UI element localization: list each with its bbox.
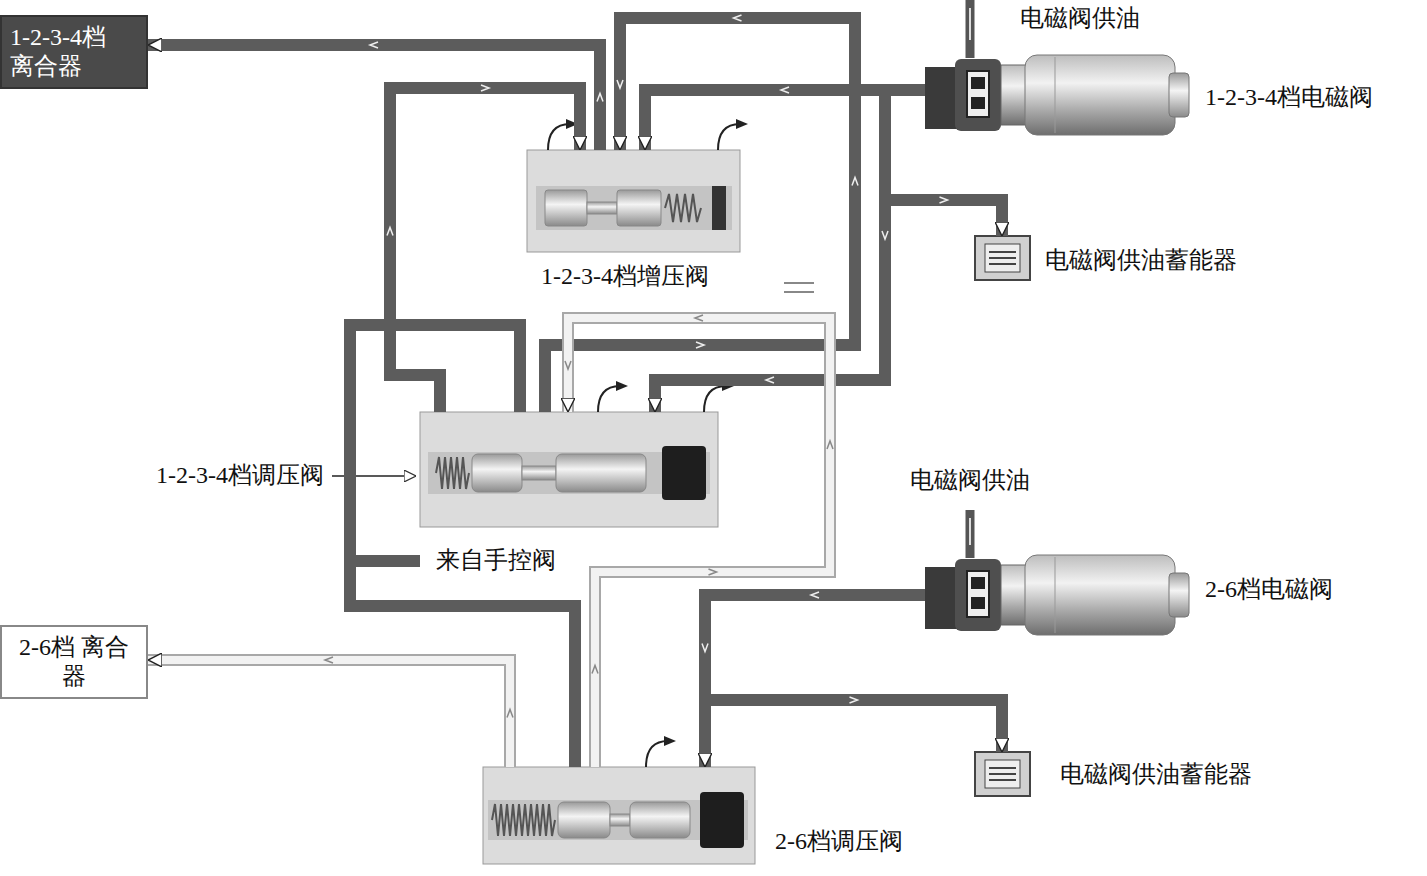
valve-label: 1-2-3-4档电磁阀 <box>1205 83 1373 112</box>
pipe-arrow-carrier <box>885 90 1002 236</box>
flow-tick <box>702 644 708 652</box>
pipe-arrow-carrier <box>655 90 925 412</box>
clutch-box: 1-2-3-4档 离合器 <box>0 15 148 89</box>
flow-tick <box>597 94 603 102</box>
regulator-valve: 1-2-3-4档调压阀 <box>420 412 718 527</box>
flow-tick <box>781 87 789 93</box>
flow-tick <box>325 657 333 663</box>
pipe-core <box>885 90 1002 236</box>
regulator-valve-drawing <box>420 381 734 527</box>
pipe-arrow-carrier <box>568 318 830 767</box>
valve-label: 1-2-3-4档增压阀 <box>541 262 709 291</box>
supply-pipe <box>969 8 971 40</box>
solenoid-valve: 2-6档电磁阀 <box>925 555 1190 635</box>
flow-tick <box>709 569 717 575</box>
check-symbol <box>784 283 814 292</box>
supply-pipe <box>966 510 975 558</box>
pipe-wall <box>148 660 510 767</box>
pressure-pipe <box>545 15 858 412</box>
pipe-core <box>655 90 925 412</box>
pressure-pipe <box>882 90 1002 236</box>
flow-tick <box>507 710 513 718</box>
flow-tick <box>592 666 598 674</box>
valve-label: 1-2-3-4档调压阀 <box>156 461 324 490</box>
pipe-core <box>148 660 510 767</box>
pipe-core <box>705 595 925 767</box>
flow-tick <box>481 85 489 91</box>
booster-valve: 1-2-3-4档增压阀 <box>527 150 740 252</box>
pipe-core <box>705 595 1002 752</box>
flow-tick <box>565 361 571 369</box>
supply-pipe <box>966 0 975 58</box>
solenoid-drawing <box>925 555 1189 635</box>
exhaust-pipe <box>148 657 513 767</box>
pipe-core <box>568 318 830 767</box>
pipe-arrow-carrier <box>148 660 510 767</box>
flow-tick <box>940 197 948 203</box>
flow-tick <box>370 42 378 48</box>
supply-label: 电磁阀供油 <box>1018 4 1142 33</box>
exhaust-pipe <box>565 315 833 767</box>
flow-tick <box>696 342 704 348</box>
valve-label: 2-6档调压阀 <box>775 827 903 856</box>
supply-label: 电磁阀供油 <box>908 466 1032 495</box>
accumulator: 电磁阀供油蓄能器 <box>975 236 1030 280</box>
accumulator: 电磁阀供油蓄能器 <box>975 752 1030 796</box>
pressure-pipe <box>387 85 580 412</box>
regulator-valve: 2-6档调压阀 <box>483 767 755 864</box>
valve-label: 电磁阀供油蓄能器 <box>1045 246 1237 275</box>
flow-tick <box>766 377 774 383</box>
clutch-box: 2-6档 离合器 <box>0 625 148 699</box>
booster-valve-drawing <box>527 119 748 252</box>
valve-label: 2-6档电磁阀 <box>1205 575 1333 604</box>
flow-tick <box>852 178 858 186</box>
flow-tick <box>695 315 703 321</box>
solenoid-drawing <box>925 55 1189 135</box>
pressure-pipe <box>702 592 1002 752</box>
pipe-wall <box>568 318 830 767</box>
pipe-arrow-carrier <box>545 18 855 412</box>
pipe-core <box>545 18 855 412</box>
flow-tick <box>617 80 623 88</box>
solenoid-valve: 1-2-3-4档电磁阀 <box>925 55 1190 135</box>
pipe-core <box>148 45 600 150</box>
pipe-arrow-carrier <box>705 595 1002 752</box>
flow-tick <box>734 15 742 21</box>
flow-tick <box>387 228 393 236</box>
flow-tick <box>811 592 819 598</box>
source-label: 来自手控阀 <box>434 546 558 575</box>
accumulator-drawing <box>975 236 1030 280</box>
pressure-pipe <box>148 42 603 150</box>
accumulator-drawing <box>975 752 1030 796</box>
pressure-pipe <box>702 592 925 767</box>
pipe-core <box>390 88 580 412</box>
flow-tick <box>827 441 833 449</box>
pipe-arrow-carrier <box>148 45 600 150</box>
valve-label: 电磁阀供油蓄能器 <box>1060 760 1252 789</box>
pipe-arrow-carrier <box>390 88 580 412</box>
clutch-label: 1-2-3-4档 离合器 <box>10 23 120 81</box>
flow-tick <box>850 697 858 703</box>
flow-tick <box>882 231 888 239</box>
pipe-arrow-carrier <box>705 595 925 767</box>
regulator-valve-drawing <box>483 736 755 864</box>
supply-pipe <box>969 518 971 545</box>
clutch-label: 2-6档 离合器 <box>19 633 129 691</box>
pressure-pipe <box>655 90 925 412</box>
